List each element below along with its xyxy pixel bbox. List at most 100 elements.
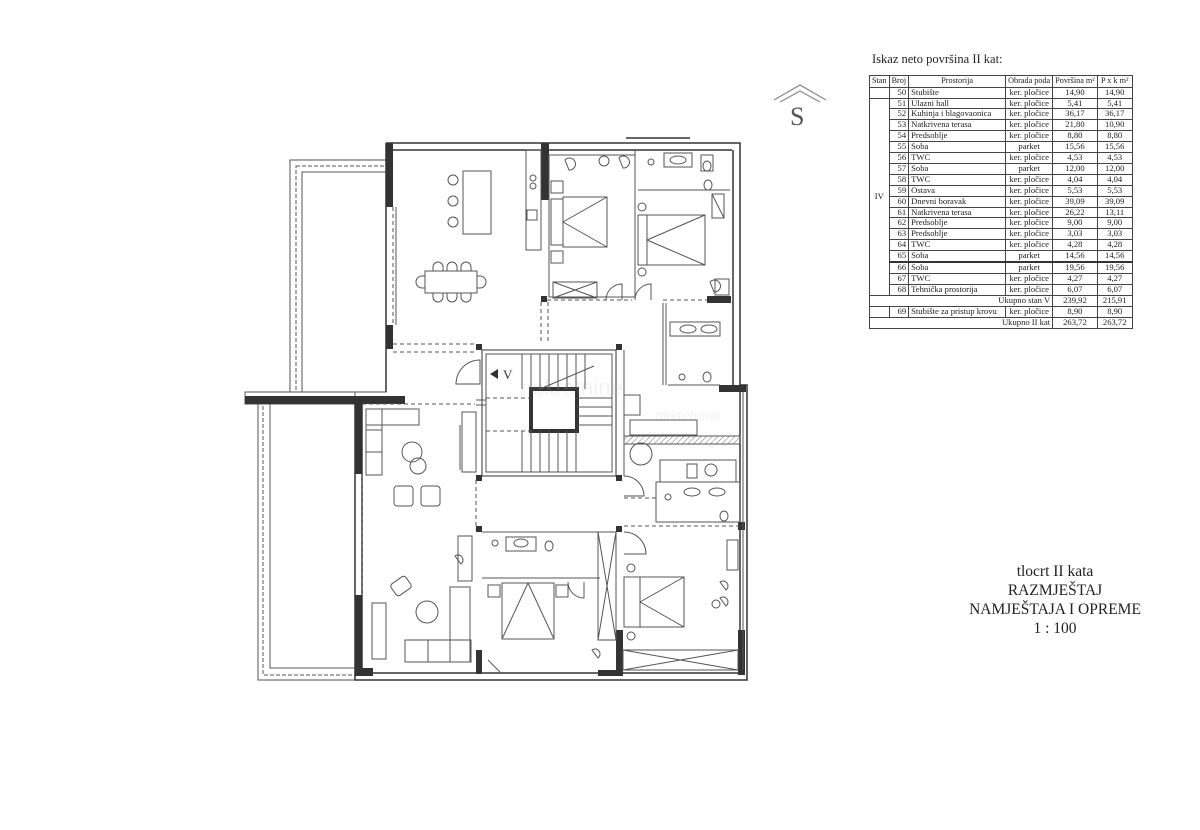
prostorija-cell: Soba	[908, 162, 1007, 175]
bedroom-57	[634, 150, 730, 301]
pxk-cell: 8,80	[1096, 130, 1133, 143]
prostorija-cell: Soba	[908, 261, 1007, 275]
stan-cell	[869, 305, 890, 318]
watermark: nekretnine nekretnine	[520, 375, 721, 423]
total-label: Ukupno II kat	[868, 316, 1054, 329]
title-block: tlocrt II kata RAZMJEŠTAJ NAMJEŠTAJA I O…	[940, 562, 1170, 638]
obrada-cell: ker. pločice	[1005, 108, 1054, 121]
obrada-cell: parket	[1005, 250, 1054, 263]
obrada-cell: ker. pločice	[1005, 97, 1054, 110]
prostorija-cell: Ulazni hall	[908, 97, 1007, 110]
broj-cell: 60	[888, 195, 910, 208]
obrada-cell: ker. pločice	[1005, 228, 1054, 241]
broj-cell: 53	[888, 119, 910, 132]
bedroom-55	[548, 154, 636, 301]
povrsina-cell: 14,90	[1052, 86, 1098, 99]
subtotal-povrsina: 239,92	[1052, 294, 1098, 307]
povrsina-cell: 36,17	[1052, 108, 1098, 121]
pxk-cell: 19,56	[1096, 261, 1133, 275]
prostorija-cell: Predsoblje	[908, 217, 1007, 230]
chevron-up-icon	[773, 84, 827, 103]
pxk-cell: 9,00	[1096, 217, 1133, 230]
obrada-cell: parket	[1005, 162, 1054, 175]
povrsina-cell: 8,80	[1052, 130, 1098, 143]
povrsina-cell: 26,22	[1052, 206, 1098, 219]
total-povrsina: 263,72	[1052, 316, 1098, 329]
prostorija-cell: Predsoblje	[908, 228, 1007, 241]
svg-text:nekretnine: nekretnine	[520, 375, 623, 400]
broj-cell: 69	[888, 305, 910, 318]
col-pxk: P x k m²	[1096, 75, 1133, 88]
subtotal-label: Ukupno stan V	[868, 294, 1054, 307]
terrace-lower	[244, 391, 356, 681]
bathroom-upper-right	[662, 303, 721, 386]
kitchen-dining-furniture	[392, 149, 542, 325]
obrada-cell: ker. pločice	[1005, 86, 1054, 99]
total-pxk: 263,72	[1096, 316, 1133, 329]
broj-cell: 57	[888, 162, 910, 175]
prostorija-cell: Stubište	[908, 86, 1007, 99]
broj-cell: 67	[888, 273, 910, 285]
povrsina-cell: 19,56	[1052, 261, 1098, 275]
pxk-cell: 39,09	[1096, 195, 1133, 208]
prostorija-cell: Natkrivena terasa	[908, 206, 1007, 219]
povrsina-cell: 3,03	[1052, 228, 1098, 241]
bedroom-65	[482, 531, 617, 673]
broj-cell: 61	[888, 206, 910, 219]
obrada-cell: ker. pločice	[1005, 195, 1054, 208]
pxk-cell: 10,90	[1096, 119, 1133, 132]
povrsina-cell: 21,80	[1052, 119, 1098, 132]
broj-cell: 50	[888, 86, 910, 99]
prostorija-cell: TWC	[908, 173, 1007, 186]
drawing-scale: 1 : 100	[1033, 620, 1077, 637]
svg-text:nekretnine: nekretnine	[655, 407, 721, 423]
prostorija-cell: Ostava	[908, 184, 1007, 197]
col-obrada: Obrada poda	[1005, 75, 1054, 88]
obrada-cell: ker. pločice	[1005, 130, 1054, 143]
terrace-upper	[289, 159, 387, 393]
povrsina-cell: 15,56	[1052, 141, 1098, 154]
prostorija-cell: Soba	[908, 141, 1007, 154]
north-arrow: S	[772, 82, 828, 136]
structural-walls	[245, 143, 746, 676]
drawing-title: tlocrt II kata	[1016, 563, 1094, 580]
obrada-cell: ker. pločice	[1005, 119, 1054, 132]
pxk-cell: 4,28	[1096, 239, 1133, 252]
drawing-subtitle-2: NAMJEŠTAJA I OPREME	[969, 601, 1141, 618]
pxk-cell: 4,53	[1096, 152, 1133, 164]
obrada-cell: ker. pločice	[1005, 217, 1054, 230]
stan-cell: IV	[869, 97, 890, 296]
pxk-cell: 5,41	[1096, 97, 1133, 110]
prostorija-cell: TWC	[908, 239, 1007, 252]
broj-cell: 56	[888, 152, 910, 164]
broj-cell: 64	[888, 239, 910, 252]
prostorija-cell: Stubište za pristup krovu	[908, 305, 1007, 318]
broj-cell: 55	[888, 141, 910, 154]
bedroom-66	[622, 531, 739, 671]
obrada-cell: ker. pločice	[1005, 206, 1054, 219]
prostorija-cell: Tehnička prostorija	[908, 283, 1007, 296]
pxk-cell: 6,07	[1096, 283, 1133, 296]
broj-cell: 54	[888, 130, 910, 143]
col-povrsina: Površina m²	[1052, 75, 1098, 88]
table-header-row: Stan Broj Prostorija Obrada poda Površin…	[869, 75, 1133, 88]
pxk-cell: 5,53	[1096, 184, 1133, 197]
broj-cell: 51	[888, 97, 910, 110]
obrada-cell: ker. pločice	[1005, 173, 1054, 186]
staircase	[455, 349, 617, 477]
living-room-furniture	[361, 403, 477, 663]
broj-cell: 58	[888, 173, 910, 186]
povrsina-cell: 5,41	[1052, 97, 1098, 110]
povrsina-cell: 4,53	[1052, 152, 1098, 164]
